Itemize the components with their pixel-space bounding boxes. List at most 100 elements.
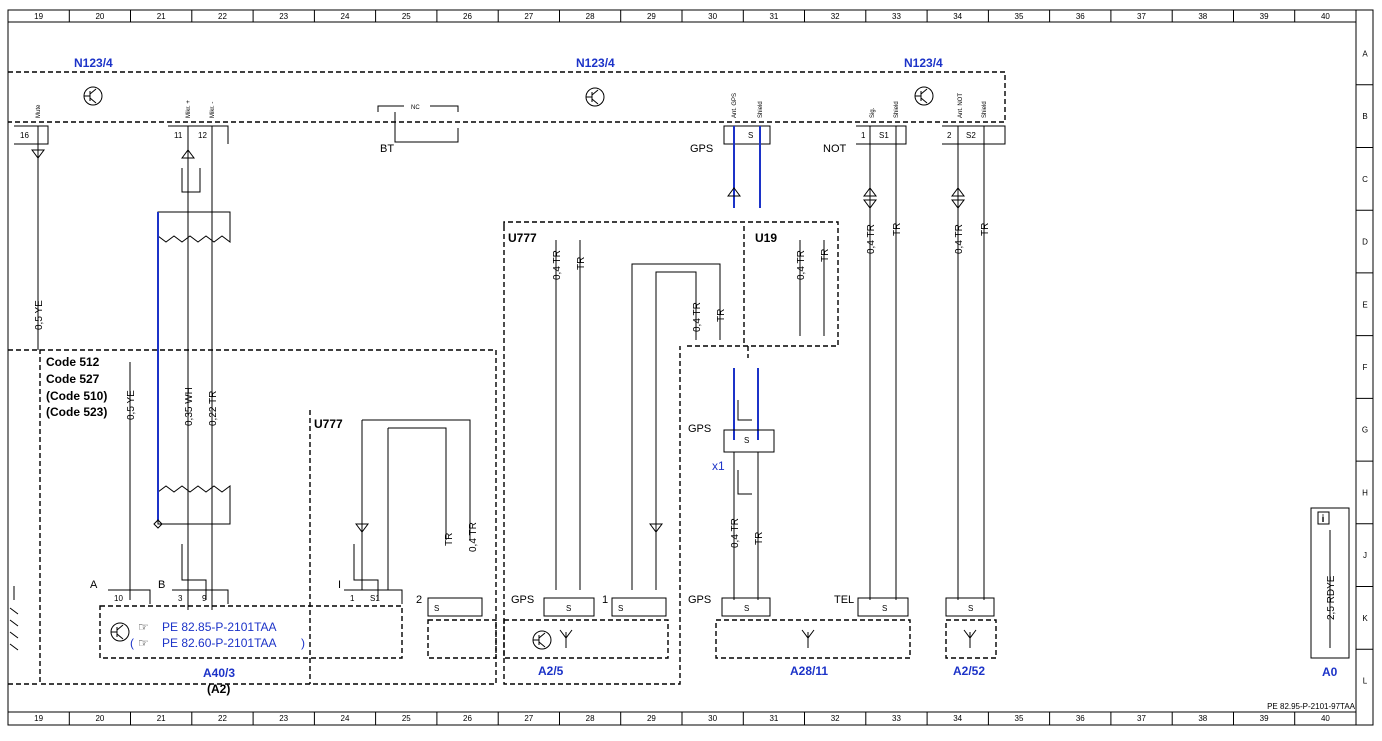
x1-label: x1 bbox=[712, 459, 725, 473]
wire-04tr-not: 0,4 TR bbox=[866, 224, 877, 254]
u19-label: U19 bbox=[755, 231, 777, 245]
a2-5-left-connector bbox=[427, 597, 483, 617]
grid-column-label: 31 bbox=[769, 12, 778, 21]
ant-not-pin-label: Ant. NOT bbox=[958, 93, 964, 118]
wire-022tr: 0,22 TR bbox=[208, 391, 219, 426]
grid-column-label: 27 bbox=[524, 12, 533, 21]
a28-11-antenna-icon bbox=[801, 629, 815, 648]
tel-connector bbox=[857, 597, 909, 617]
wire-tr-u19: TR bbox=[820, 249, 831, 262]
a2-5-boundary bbox=[503, 619, 669, 659]
a2-5-unit-icon bbox=[532, 630, 552, 650]
grid-column-label: 28 bbox=[586, 12, 595, 21]
s2-connector bbox=[942, 125, 1006, 145]
gps-label-a2-5: GPS bbox=[511, 594, 534, 606]
mute-pin-label: Mute bbox=[36, 104, 42, 118]
code-option-boundary bbox=[8, 349, 497, 685]
wire-loop-u777 bbox=[631, 263, 721, 590]
gps-label-a28: GPS bbox=[688, 594, 711, 606]
u777-right-arrow-icon bbox=[649, 523, 663, 533]
shield-pin-label-2: Shield bbox=[894, 101, 900, 118]
wire-04tr-u19: 0,4 TR bbox=[796, 250, 807, 280]
a40-3-connectors bbox=[108, 589, 403, 604]
grid-column-label: 24 bbox=[341, 12, 350, 21]
grid-row-label: J bbox=[1363, 551, 1367, 560]
pin-1-a40: 1 bbox=[350, 594, 355, 603]
ref-pe-82-60[interactable]: PE 82.60-P-2101TAA bbox=[162, 636, 277, 650]
gps-label-top: GPS bbox=[690, 143, 713, 155]
grid-column-label: 30 bbox=[708, 714, 717, 723]
sig-pin-label: Sig. bbox=[870, 107, 876, 118]
n123-4-label-3: N123/4 bbox=[904, 56, 943, 70]
info-icon-glyph: i bbox=[1322, 514, 1325, 525]
a40-3-shield-lines bbox=[181, 544, 379, 600]
a2-5-connectors bbox=[543, 597, 667, 617]
a2-52-antenna-icon bbox=[963, 629, 977, 648]
tel-s-label: S bbox=[882, 604, 887, 613]
grid-column-label: 34 bbox=[953, 12, 962, 21]
grid-column-label: 29 bbox=[647, 12, 656, 21]
grid-column-label: 22 bbox=[218, 12, 227, 21]
grid-row-label: C bbox=[1362, 175, 1368, 184]
a0-label: A0 bbox=[1322, 665, 1338, 679]
wire-04tr-loop: 0,4 TR bbox=[692, 302, 703, 332]
wire-tr-a28: TR bbox=[754, 532, 765, 545]
mikr-minus-pin-label: Mikr. - bbox=[210, 102, 216, 118]
a26-boundary bbox=[427, 619, 497, 659]
a40-3-sub-label: (A2) bbox=[207, 682, 230, 696]
control-unit-icon-3 bbox=[914, 86, 934, 106]
not-arrow-icon bbox=[863, 187, 877, 209]
a40-3-unit-icon bbox=[110, 622, 130, 642]
code-527: Code 527 bbox=[46, 372, 100, 386]
a28-11-label: A28/11 bbox=[790, 664, 828, 678]
not-label: NOT bbox=[823, 143, 847, 155]
nc-label: NC bbox=[411, 105, 420, 111]
x1-s-label: S bbox=[744, 436, 749, 445]
a28-11-boundary bbox=[715, 619, 911, 659]
grid-column-label: 21 bbox=[157, 714, 166, 723]
ref-close-paren: ) bbox=[301, 636, 305, 650]
grid-column-label: 39 bbox=[1260, 714, 1269, 723]
wire-04tr-a28: 0,4 TR bbox=[730, 518, 741, 548]
grid-column-label: 35 bbox=[1015, 12, 1024, 21]
n123-4-label-2: N123/4 bbox=[576, 56, 615, 70]
grid-column-label: 37 bbox=[1137, 12, 1146, 21]
grid-column-label: 37 bbox=[1137, 714, 1146, 723]
ref-open-paren: ( bbox=[130, 636, 134, 650]
a2-52-boundary bbox=[945, 619, 997, 659]
u777-u19-boundary bbox=[503, 221, 839, 685]
grid-column-label: 36 bbox=[1076, 12, 1085, 21]
grid-column-label: 40 bbox=[1321, 714, 1330, 723]
mikr-plus-pin-label: Mikr. + bbox=[186, 100, 192, 118]
grid-column-label: 28 bbox=[586, 714, 595, 723]
wire-05ye-bottom: 0,5 YE bbox=[126, 390, 137, 420]
grid-column-label: 32 bbox=[831, 714, 840, 723]
grid-column-label: 22 bbox=[218, 714, 227, 723]
grid-column-label: 30 bbox=[708, 12, 717, 21]
u777-04tr-left: 0,4 TR bbox=[468, 522, 479, 552]
gps-label-x1: GPS bbox=[688, 423, 711, 435]
control-unit-icon-1 bbox=[83, 86, 103, 106]
a2-5-label: A2/5 bbox=[538, 664, 564, 678]
a40-3-label: A40/3 bbox=[203, 666, 235, 680]
grid-column-label: 38 bbox=[1198, 12, 1207, 21]
u777-arrow-icon bbox=[355, 523, 369, 533]
grid-column-label: 21 bbox=[157, 12, 166, 21]
grid-row-label: B bbox=[1362, 112, 1367, 121]
a26-s-label: S bbox=[434, 604, 439, 613]
code-512: Code 512 bbox=[46, 355, 100, 369]
grid-row-label: E bbox=[1362, 300, 1367, 309]
pin-16: 16 bbox=[20, 131, 29, 140]
bt-label: BT bbox=[380, 143, 394, 155]
s1-label-top: S1 bbox=[879, 131, 889, 140]
u777-label-right: U777 bbox=[508, 231, 537, 245]
ref-pe-82-85[interactable]: PE 82.85-P-2101TAA bbox=[162, 620, 277, 634]
grid-row-label: G bbox=[1362, 426, 1368, 435]
pin-2-a26: 2 bbox=[416, 594, 422, 606]
shield-pin-label-1: Shield bbox=[758, 101, 764, 118]
code-510: (Code 510) bbox=[46, 389, 107, 403]
control-unit-icon-2 bbox=[585, 87, 605, 107]
wire-035wh: 0,35 WH bbox=[184, 387, 195, 426]
